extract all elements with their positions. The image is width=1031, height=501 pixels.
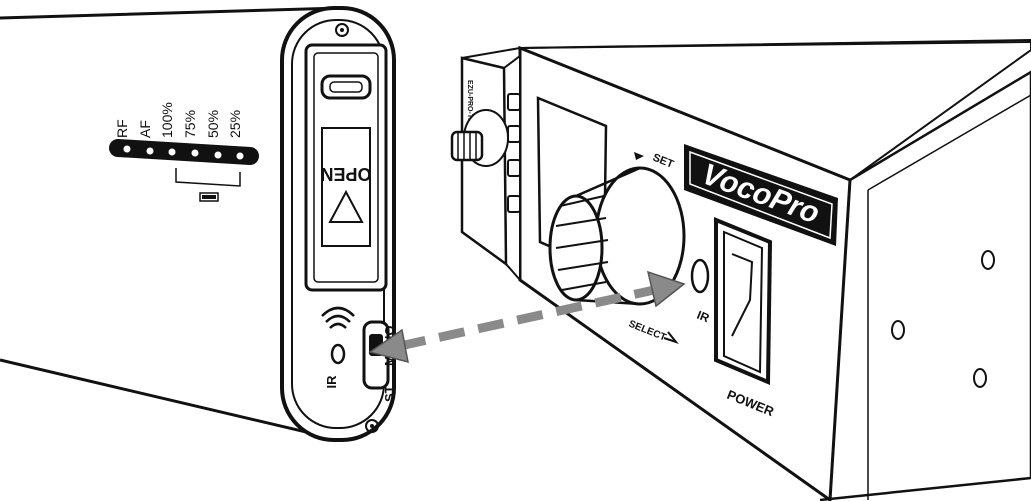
rack-top-edge bbox=[461, 38, 1031, 181]
switch-label-st: ST bbox=[382, 385, 397, 402]
led-af bbox=[146, 147, 154, 155]
power-switch[interactable] bbox=[714, 217, 773, 385]
battery-door[interactable] bbox=[304, 43, 388, 292]
rack-receiver: EZU-PRO-TX SET SELECT bbox=[450, 38, 1031, 501]
model-label: EZU-PRO-TX bbox=[466, 80, 473, 123]
select-set-knob[interactable] bbox=[548, 166, 686, 306]
select-arrow-icon bbox=[663, 331, 679, 345]
battery-icon bbox=[199, 192, 219, 202]
ir-beam-arrowhead-right bbox=[646, 270, 686, 308]
meter-label-100: 100% bbox=[159, 102, 175, 138]
brand-plate-bg bbox=[684, 144, 838, 246]
meter-label-75: 75% bbox=[182, 110, 198, 138]
screw-icon bbox=[370, 424, 374, 428]
open-label-panel: OPEN bbox=[320, 127, 372, 247]
rack-side-panel bbox=[819, 70, 1031, 501]
eject-icon bbox=[634, 152, 644, 160]
power-switch-rocker[interactable] bbox=[723, 230, 764, 374]
meter-label-af: AF bbox=[137, 120, 153, 138]
open-label-frame bbox=[321, 127, 371, 247]
side-screw-icon bbox=[981, 250, 995, 270]
screw-icon bbox=[365, 419, 379, 433]
open-arrow-icon bbox=[328, 189, 364, 223]
meter-label-25: 25% bbox=[227, 110, 243, 138]
rack-top-back-edge bbox=[519, 41, 1031, 49]
led-100 bbox=[168, 148, 176, 156]
knob-grip-ridges bbox=[555, 195, 609, 291]
meter-label-50: 50% bbox=[205, 110, 221, 138]
screw-icon bbox=[335, 23, 349, 37]
ir-beam-arrow bbox=[368, 270, 686, 364]
led-50 bbox=[214, 151, 222, 159]
front-button[interactable] bbox=[507, 159, 521, 177]
battery-door-latch[interactable] bbox=[320, 74, 372, 100]
led-25 bbox=[236, 152, 244, 160]
led-rf bbox=[123, 145, 131, 153]
led-strip-bar bbox=[109, 139, 259, 165]
front-buttons bbox=[507, 93, 521, 213]
side-screw-icon bbox=[973, 368, 987, 388]
bodypack-ir-window bbox=[330, 343, 346, 365]
rack-ir-window bbox=[690, 258, 710, 294]
brand-plate-inner bbox=[689, 150, 833, 240]
battery-bracket bbox=[175, 168, 241, 187]
ir-beam-line bbox=[399, 285, 655, 351]
screw-icon bbox=[340, 28, 344, 32]
led-75 bbox=[191, 149, 199, 157]
front-button[interactable] bbox=[507, 93, 521, 111]
rack-side-panel-edge bbox=[867, 94, 1031, 191]
battery-icon-fill bbox=[202, 195, 216, 199]
side-screw-icon bbox=[891, 320, 905, 340]
ir-beam-arrowhead-left bbox=[368, 328, 409, 364]
rack-ir-label: IR bbox=[695, 308, 712, 326]
meter-label-rf: RF bbox=[114, 119, 130, 138]
bodypack-transmitter: OPEN IR MONO ST RF AF 100% bbox=[0, 6, 397, 442]
open-label: OPEN bbox=[320, 164, 371, 184]
volume-knob-small[interactable] bbox=[450, 109, 509, 167]
battery-door-latch-inner bbox=[329, 81, 363, 93]
ir-signal-icon bbox=[321, 306, 355, 329]
battery-door-inner bbox=[313, 52, 379, 283]
power-switch-contour bbox=[731, 253, 754, 337]
bodypack-ir-label: IR bbox=[324, 375, 339, 389]
front-button[interactable] bbox=[507, 195, 521, 213]
meter-led-strip: RF AF 100% 75% 50% 25% bbox=[109, 102, 259, 202]
front-button[interactable] bbox=[507, 125, 521, 143]
